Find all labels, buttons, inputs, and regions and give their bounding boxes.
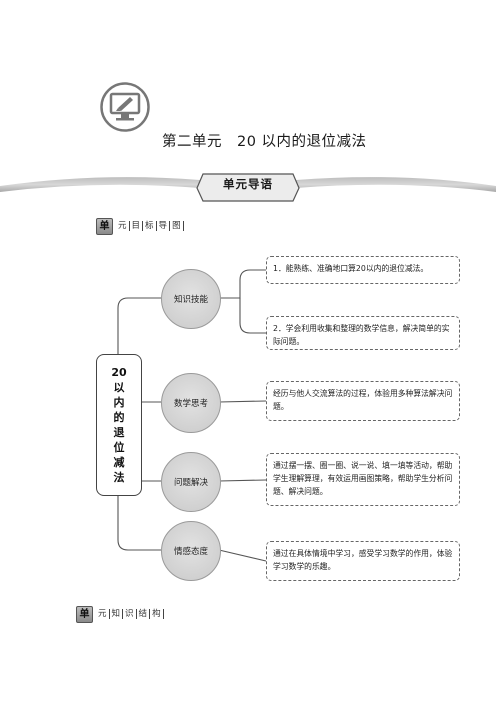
section-char: 导 [157, 221, 171, 231]
goal-box: 2．学会利用收集和整理的数学信息，解决简单的实际问题。 [266, 316, 460, 350]
goal-box: 通过在具体情境中学习，感受学习数学的作用，体验学习数学的乐趣。 [266, 541, 460, 581]
section-badge: 单 [96, 217, 113, 235]
section-char: 元 [96, 609, 110, 619]
node-emotion-attitude: 情感态度 [161, 521, 221, 581]
section-header-goals: 单 元 目 标 导 图 [96, 217, 184, 235]
root-char: 减 [113, 456, 125, 469]
mindmap-root: 20 以 内 的 退 位 减 法 [96, 354, 142, 496]
node-math-thinking: 数学思考 [161, 373, 221, 433]
section-char: 结 [137, 609, 151, 619]
root-char: 以 [113, 381, 125, 394]
section-badge: 单 [76, 605, 93, 623]
section-header-structure: 单 元 知 识 结 构 [76, 605, 164, 623]
section-char: 标 [143, 221, 157, 231]
goal-box: 1．能熟练、准确地口算20以内的退位减法。 [266, 256, 460, 284]
section-char: 构 [150, 609, 164, 619]
node-knowledge-skills: 知识技能 [161, 269, 221, 329]
root-char: 退 [113, 426, 125, 439]
root-char: 位 [113, 441, 125, 454]
section-banner [0, 173, 496, 202]
root-char: 内 [113, 396, 125, 409]
monitor-pen-icon [100, 82, 150, 132]
page-title: 第二单元 20 以内的退位减法 [162, 134, 367, 150]
goal-box: 通过摆一摆、圈一圈、说一说、填一填等活动，帮助学生理解算理，有效运用画图策略，帮… [266, 453, 460, 506]
goal-box: 经历与他人交流算法的过程，体验用多种算法解决问题。 [266, 381, 460, 421]
section-char: 图 [170, 221, 184, 231]
root-char: 20 [111, 366, 127, 379]
root-char: 的 [113, 411, 125, 424]
root-char: 法 [113, 471, 125, 484]
banner-title: 单元导语 [223, 177, 273, 191]
section-char: 目 [130, 221, 144, 231]
section-char: 识 [123, 609, 137, 619]
section-char: 元 [116, 221, 130, 231]
section-char: 知 [110, 609, 124, 619]
node-problem-solving: 问题解决 [161, 452, 221, 512]
